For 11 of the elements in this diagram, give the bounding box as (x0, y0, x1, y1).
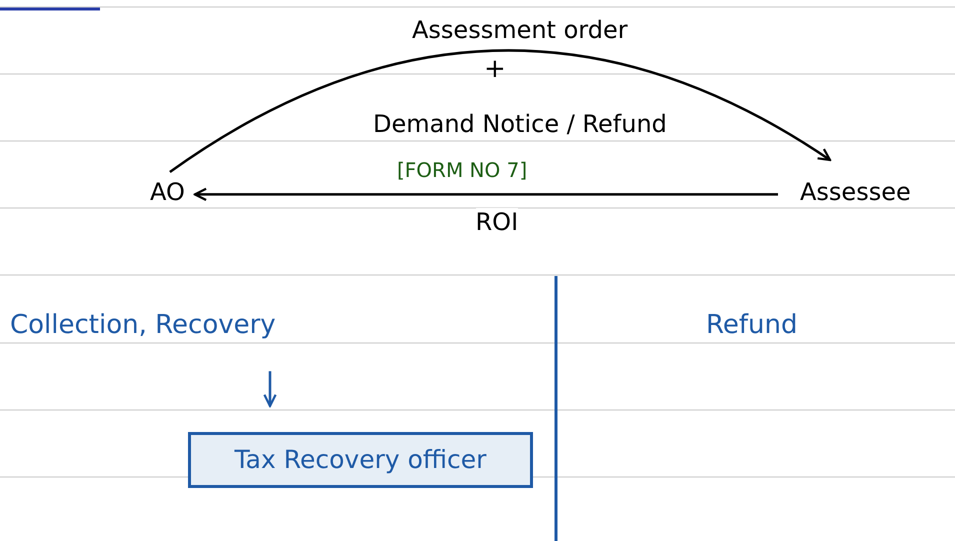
arrow (194, 188, 778, 202)
arrow (169, 49, 832, 174)
node-text: Collection, Recovery (10, 310, 276, 342)
note-text: Demand Notice / Refund (373, 110, 667, 139)
plus-sign: + (484, 54, 506, 86)
node-text: AO (150, 178, 185, 207)
node-text: Assessee (800, 178, 911, 207)
process-box: Tax Recovery officer (188, 432, 533, 488)
column-heading: Refund (706, 310, 798, 342)
arrow (263, 371, 277, 408)
form-note: [FORM NO 7] (397, 158, 528, 182)
